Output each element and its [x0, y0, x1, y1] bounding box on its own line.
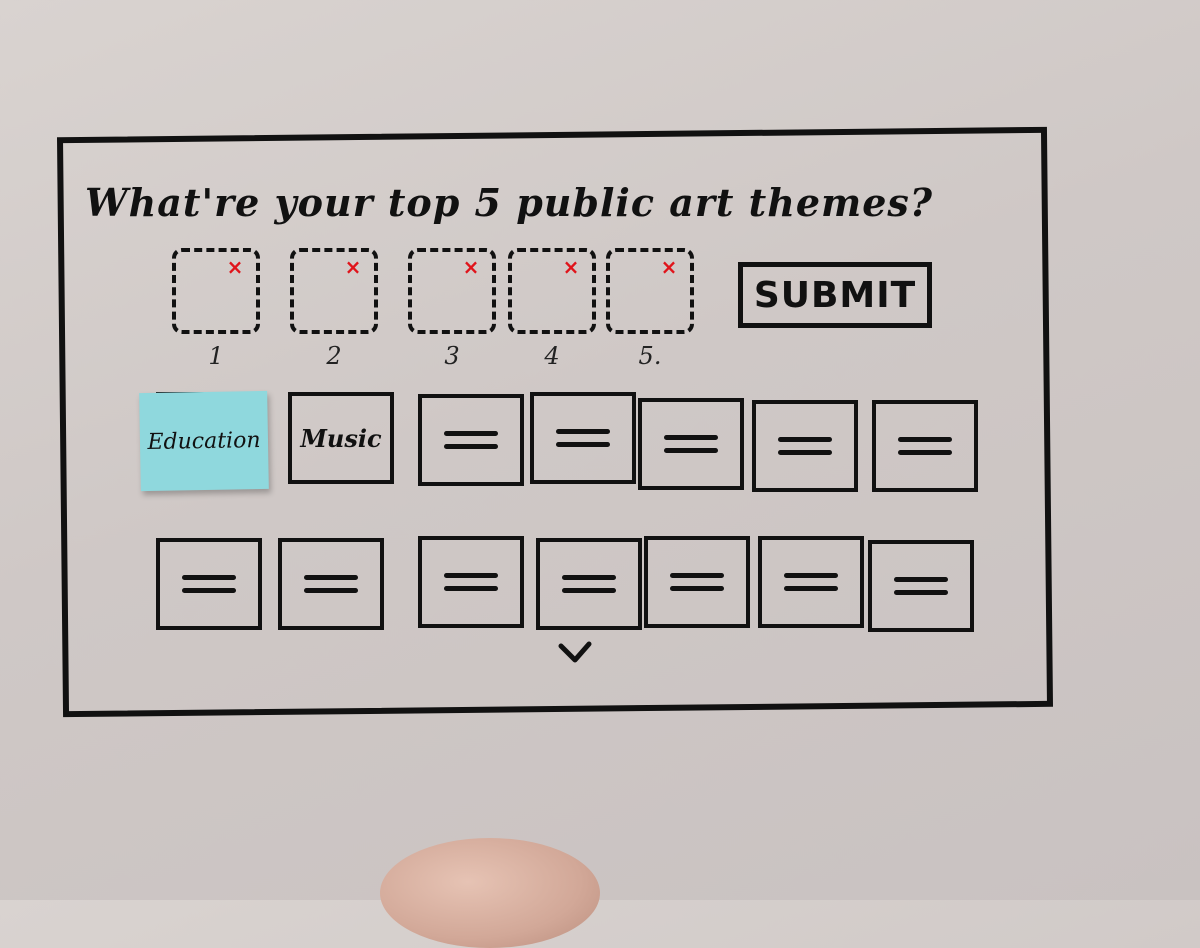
theme-tile-music[interactable]: Music: [288, 392, 394, 484]
submit-button[interactable]: SUBMIT: [738, 262, 932, 328]
x-icon[interactable]: ×: [562, 255, 580, 279]
theme-tile-11[interactable]: [536, 538, 642, 630]
theme-tile-6[interactable]: [752, 400, 858, 492]
theme-tile-5[interactable]: [638, 398, 744, 490]
rank-slot-3[interactable]: ×: [408, 248, 496, 334]
theme-tile-4[interactable]: [530, 392, 636, 484]
theme-tile-13[interactable]: [758, 536, 864, 628]
x-icon[interactable]: ×: [344, 255, 362, 279]
x-icon[interactable]: ×: [660, 255, 678, 279]
theme-label: Music: [300, 423, 382, 453]
rank-slot-4[interactable]: ×: [508, 248, 596, 334]
theme-tile-8[interactable]: [156, 538, 262, 630]
theme-tile-14[interactable]: [868, 540, 974, 632]
hand-photo: [380, 838, 600, 948]
rank-slot-number: 5.: [638, 342, 662, 370]
x-icon[interactable]: ×: [462, 255, 480, 279]
page-title: What're your top 5 public art themes?: [85, 180, 934, 225]
rank-slot-number: 3: [444, 342, 460, 370]
rank-slot-1[interactable]: ×: [172, 248, 260, 334]
rank-slot-number: 1: [208, 342, 224, 370]
theme-tile-12[interactable]: [644, 536, 750, 628]
rank-slot-number: 2: [326, 342, 342, 370]
x-icon[interactable]: ×: [226, 255, 244, 279]
rank-slot-5[interactable]: ×: [606, 248, 694, 334]
theme-sticky-education[interactable]: Education: [139, 390, 269, 492]
rank-slot-2[interactable]: ×: [290, 248, 378, 334]
chevron-down-icon[interactable]: [558, 640, 592, 664]
theme-tile-3[interactable]: [418, 394, 524, 486]
theme-tile-7[interactable]: [872, 400, 978, 492]
theme-tile-9[interactable]: [278, 538, 384, 630]
theme-tile-10[interactable]: [418, 536, 524, 628]
rank-slot-number: 4: [544, 342, 560, 370]
